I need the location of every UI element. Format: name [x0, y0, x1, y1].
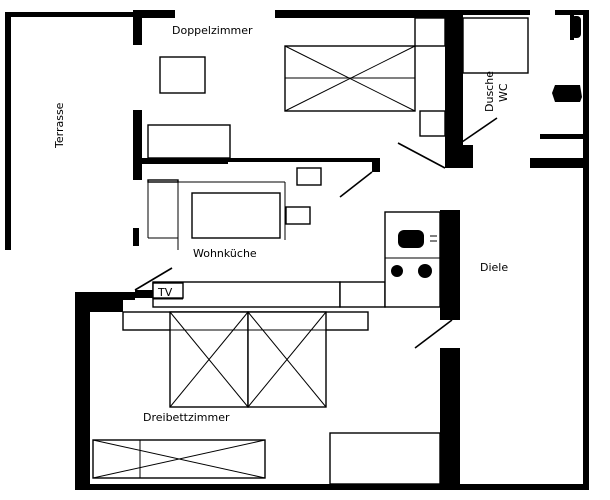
label-dreibettzimmer: Dreibettzimmer	[143, 411, 230, 424]
counter-tv	[152, 281, 341, 308]
wall-cabinet	[147, 179, 179, 183]
label-wc: WC	[497, 83, 510, 102]
wardrobe	[147, 124, 231, 159]
counter-end	[339, 281, 386, 308]
nightstand-bottom	[419, 110, 446, 137]
kitchen-door-swing	[339, 171, 373, 198]
terrace-outline	[5, 12, 135, 250]
kitchen-unit	[384, 211, 441, 308]
dining-table	[191, 192, 281, 239]
nightstand-top	[414, 17, 446, 47]
entrance-door-swing	[414, 319, 453, 349]
chair-top	[296, 167, 322, 186]
living-door-swing	[134, 267, 173, 291]
label-diele: Diele	[480, 261, 508, 274]
cabinet	[329, 432, 441, 485]
table	[159, 56, 206, 94]
door-swing	[397, 142, 446, 169]
wc-fixture	[552, 85, 582, 102]
stove-burner-1	[391, 265, 403, 277]
walls	[75, 10, 589, 490]
room-labels: Doppelzimmer Terrasse Dusche WC Wohnküch…	[53, 24, 510, 424]
sink-basin	[398, 230, 424, 248]
chair-right	[285, 206, 311, 225]
bath-door-swing	[461, 117, 498, 143]
tv-box	[152, 282, 184, 299]
bathroom-fixtures	[461, 16, 582, 143]
label-dusche: Dusche	[483, 71, 496, 112]
sink	[571, 16, 581, 38]
stove-burner-2	[418, 264, 432, 278]
label-wohnkueche: Wohnküche	[193, 247, 257, 260]
shower	[462, 17, 529, 74]
label-doppelzimmer: Doppelzimmer	[172, 24, 253, 37]
diele-fixtures	[414, 319, 453, 349]
wohnkueche-furniture	[134, 167, 441, 308]
dreibettzimmer-furniture	[92, 311, 441, 485]
label-terrasse: Terrasse	[53, 102, 66, 149]
label-tv: TV	[157, 286, 173, 299]
doppelzimmer-furniture	[147, 17, 446, 169]
